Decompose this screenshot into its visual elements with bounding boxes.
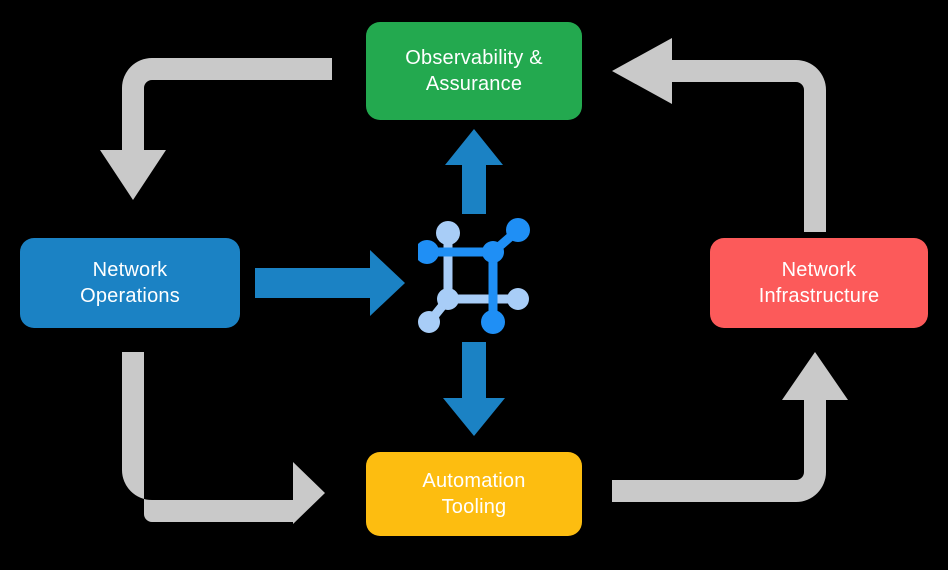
node-network-operations[interactable]: Network Operations [20, 238, 240, 328]
arrow-center-to-observability-shape [445, 129, 503, 214]
arrow-center-to-observability [445, 129, 503, 214]
node-network-infrastructure-label: Network Infrastructure [758, 258, 880, 307]
arrow-operations-to-automation-shape [122, 352, 325, 524]
network-topology-icon [418, 218, 536, 336]
node-automation-tooling-label: Automation Tooling [422, 469, 526, 518]
arrow-automation-to-infrastructure-shape [612, 352, 848, 502]
topology-light-nodes [418, 221, 529, 333]
node-network-operations-label: Network Operations [80, 258, 180, 307]
node-observability-assurance[interactable]: Observability & Assurance [366, 22, 582, 120]
arrow-operations-to-center-shape [255, 250, 405, 316]
arrow-operations-to-automation [122, 352, 325, 524]
node-network-infrastructure[interactable]: Network Infrastructure [710, 238, 928, 328]
arrow-infrastructure-to-observability-shape [612, 38, 826, 232]
arrow-observability-to-operations-shape [100, 58, 332, 200]
arrow-operations-to-center [255, 250, 405, 316]
arrow-automation-to-infrastructure [612, 352, 848, 502]
node-automation-tooling[interactable]: Automation Tooling [366, 452, 582, 536]
node-observability-label: Observability & Assurance [405, 46, 543, 95]
arrow-observability-to-operations [100, 58, 332, 200]
arrow-center-to-automation [443, 342, 505, 436]
topology-bright-nodes [418, 218, 530, 334]
network-topology-icon-svg [418, 218, 530, 334]
arrow-center-to-automation-shape [443, 342, 505, 436]
arrow-infrastructure-to-observability [612, 38, 826, 232]
